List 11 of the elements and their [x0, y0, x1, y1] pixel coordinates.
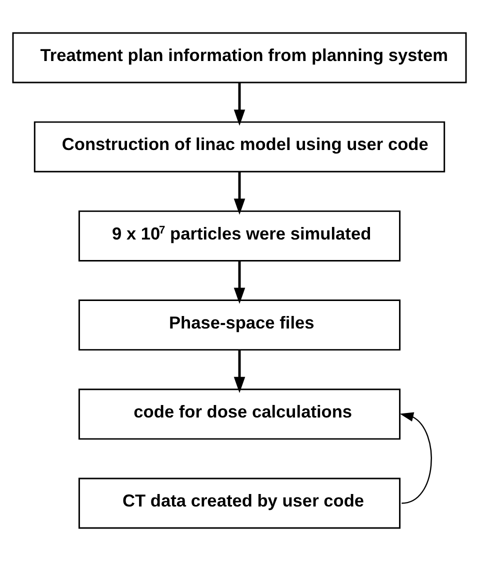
node-box: code for dose calculations	[78, 388, 401, 440]
arrow	[234, 350, 246, 394]
node-box: Phase-space files	[78, 300, 401, 351]
node-box: CT data created by user code	[78, 478, 401, 529]
arrow	[400, 412, 432, 504]
arrow	[234, 82, 246, 126]
node-box: Treatment plan information from planning system	[12, 32, 467, 84]
node-box: Construction of linac model using user code	[34, 121, 446, 172]
arrow	[234, 172, 246, 215]
arrow	[234, 260, 246, 304]
node-box: 9 x 10$^{7}$ particles were simulated	[78, 210, 401, 262]
